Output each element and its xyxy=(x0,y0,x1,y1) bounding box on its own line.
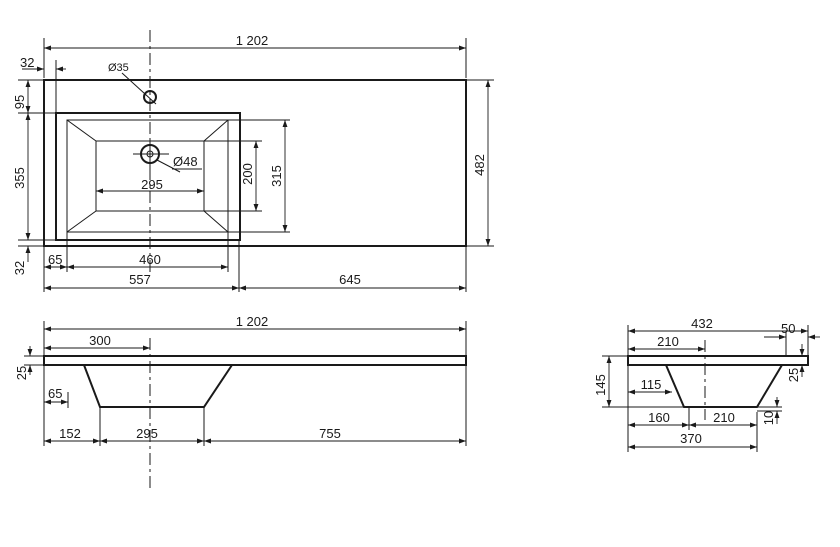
dim-front-left-part-label: 152 xyxy=(59,426,81,441)
dim-overall-depth-label: 482 xyxy=(472,154,487,176)
tap-hole-icon xyxy=(143,90,157,104)
dim-side-front-offset-label: 115 xyxy=(641,377,662,392)
dim-side-back-rim-label: 50 xyxy=(781,321,795,336)
basin-corner-line xyxy=(203,210,229,233)
dim-overall-width-label: 1 202 xyxy=(236,33,269,48)
dim-tap-position-label: 300 xyxy=(89,333,111,348)
dim-bowl-depth-inner-label: 200 xyxy=(240,163,255,185)
dim-side-axis-distance-label: 210 xyxy=(657,334,679,349)
basin-corner-line xyxy=(66,210,97,233)
dim-inner-offset-label: 65 xyxy=(48,252,62,267)
dim-basin-width-label: 460 xyxy=(139,252,161,267)
dim-shelf-section-label: 645 xyxy=(339,272,361,287)
tap-hole-leader xyxy=(121,72,157,105)
dim-top-margin-label: 95 xyxy=(12,95,27,109)
drain-label: Ø48 xyxy=(173,154,198,169)
dim-bottom-margin-label: 32 xyxy=(12,261,27,275)
dim-front-overall-width-label: 1 202 xyxy=(236,314,269,329)
front-slab xyxy=(43,355,467,366)
dim-left-offset-label: 32 xyxy=(20,55,34,70)
dim-basin-section-label: 557 xyxy=(129,272,151,287)
dim-side-bottom-thickness-label: 10 xyxy=(761,411,776,425)
side-bowl-profile xyxy=(665,364,783,408)
basin-corner-line xyxy=(203,119,229,142)
dim-side-bottom-total-label: 370 xyxy=(680,431,702,446)
dim-side-overall-depth-label: 432 xyxy=(691,316,713,331)
dim-front-bowl-bottom-label: 295 xyxy=(136,426,158,441)
dim-side-bottom-back-label: 210 xyxy=(713,410,735,425)
front-view: 1 202 300 25 65 152 295 755 xyxy=(14,314,467,492)
dim-front-wall-offset-label: 65 xyxy=(48,386,62,401)
basin-inner-wall xyxy=(66,119,229,233)
basin-outer-rim xyxy=(55,112,241,241)
dim-front-thickness-label: 25 xyxy=(14,366,29,380)
dim-front-right-part-label: 755 xyxy=(319,426,341,441)
drain-leader xyxy=(156,159,181,173)
dim-side-total-height-label: 145 xyxy=(593,374,608,396)
tap-hole-label: Ø35 xyxy=(108,62,129,74)
dim-side-bottom-front-label: 160 xyxy=(648,410,670,425)
dim-side-thickness-label: 25 xyxy=(786,368,801,382)
dim-bowl-width-label: 295 xyxy=(141,177,163,192)
side-slab xyxy=(627,355,809,366)
dim-bowl-depth-outer-label: 315 xyxy=(269,165,284,187)
side-view: 432 50 210 25 145 115 10 160 210 xyxy=(593,316,820,452)
countertop-outline xyxy=(43,79,467,247)
basin-corner-line xyxy=(66,119,97,142)
front-bowl-profile xyxy=(83,364,233,408)
top-view: Ø35 Ø48 1 202 32 95 355 32 295 xyxy=(12,30,494,292)
dim-basin-length-label: 355 xyxy=(12,167,27,189)
